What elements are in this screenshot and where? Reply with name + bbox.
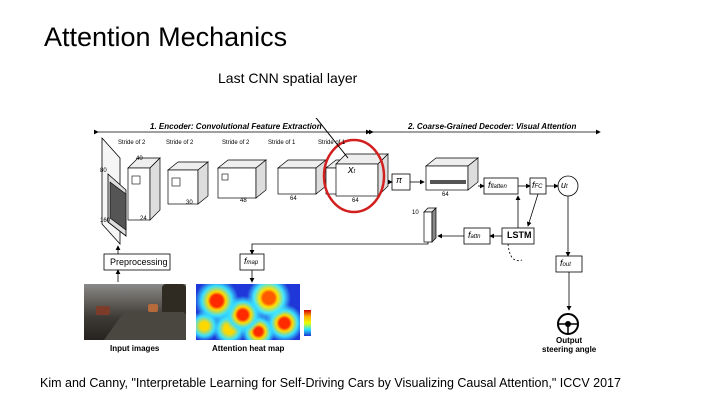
preprocessing-label: Preprocessing bbox=[110, 257, 168, 267]
f-out-label: fout bbox=[560, 258, 571, 268]
dim-label: 160 bbox=[100, 218, 110, 224]
conv-layer-2 bbox=[168, 162, 208, 204]
decoder-volume bbox=[426, 158, 478, 190]
stride-label-5: Stride of 1 bbox=[318, 140, 345, 146]
encoder-header: 1. Encoder: Convolutional Feature Extrac… bbox=[150, 122, 322, 131]
dim-label: 48 bbox=[240, 198, 247, 204]
dim-label: 24 bbox=[140, 216, 147, 222]
attention-volume bbox=[424, 208, 436, 242]
stride-label-1: Stride of 2 bbox=[118, 140, 145, 146]
conv-layer-1 bbox=[128, 158, 160, 220]
attention-heatmap-image bbox=[196, 284, 300, 340]
citation: Kim and Canny, "Interpretable Learning f… bbox=[40, 376, 621, 390]
dim-label: 40 bbox=[136, 156, 143, 162]
dim-label: 80 bbox=[100, 168, 107, 174]
dim-label: 30 bbox=[186, 200, 193, 206]
stride-label-4: Stride of 1 bbox=[268, 140, 295, 146]
dim-label: 64 bbox=[442, 192, 449, 198]
f-fc-label: fFC bbox=[532, 180, 543, 190]
stride-label-3: Stride of 2 bbox=[222, 140, 249, 146]
conv-layer-4 bbox=[278, 160, 326, 194]
dim-label: 64 bbox=[290, 196, 297, 202]
output-label: Output bbox=[556, 336, 582, 345]
stride-label-2: Stride of 2 bbox=[166, 140, 193, 146]
lstm-label: LSTM bbox=[507, 230, 532, 240]
input-image-photo bbox=[84, 284, 186, 340]
pi-label: π bbox=[396, 175, 402, 185]
attention-heat-map-label: Attention heat map bbox=[212, 344, 284, 353]
x-t-label: xt bbox=[348, 164, 355, 176]
callout-label: Last CNN spatial layer bbox=[218, 70, 357, 86]
f-flatten-label: fflatten bbox=[488, 180, 507, 190]
f-attn-label: fattn bbox=[468, 230, 481, 240]
heatmap-colorbar bbox=[304, 310, 311, 336]
input-volume bbox=[102, 138, 126, 244]
steering-wheel-icon bbox=[558, 314, 578, 334]
input-images-label: Input images bbox=[110, 344, 159, 353]
steering-angle-label: steering angle bbox=[542, 345, 596, 354]
decoder-header: 2. Coarse-Grained Decoder: Visual Attent… bbox=[408, 122, 576, 131]
dim-label: 10 bbox=[412, 210, 419, 216]
conv-layer-3 bbox=[218, 160, 266, 198]
dim-label: 64 bbox=[352, 198, 359, 204]
architecture-figure: 1. Encoder: Convolutional Feature Extrac… bbox=[90, 118, 610, 358]
f-map-label: fmap bbox=[244, 256, 258, 266]
slide-title: Attention Mechanics bbox=[44, 22, 287, 53]
u-t-label: ut bbox=[561, 180, 568, 190]
